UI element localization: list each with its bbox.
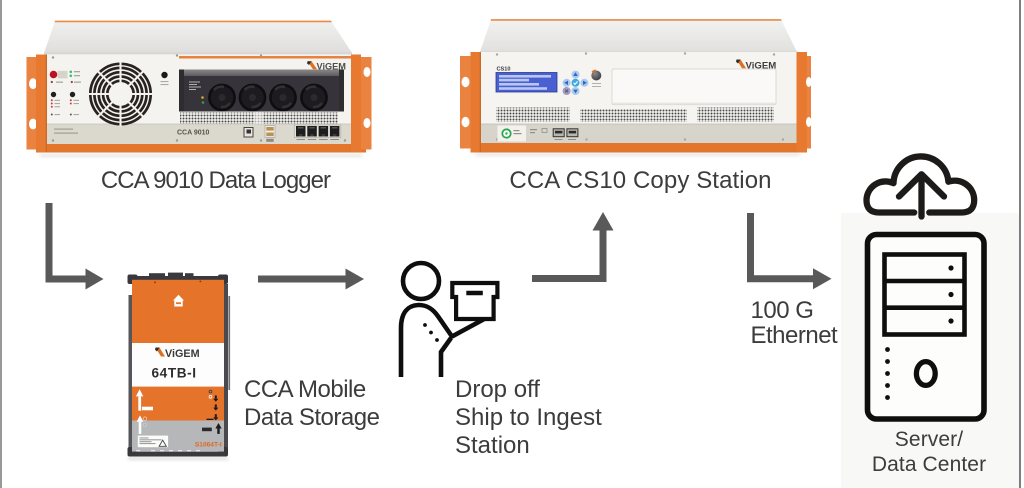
svg-text:ViGEM: ViGEM	[165, 348, 200, 360]
svg-text:CCA 9010: CCA 9010	[177, 130, 210, 137]
svg-text:CS10: CS10	[497, 67, 511, 73]
svg-text:S1064T-I: S1064T-I	[195, 442, 222, 449]
svg-text:ViGEM: ViGEM	[317, 61, 347, 71]
svg-text:ViGEM: ViGEM	[746, 60, 777, 71]
svg-text:64TB-I: 64TB-I	[152, 366, 197, 381]
